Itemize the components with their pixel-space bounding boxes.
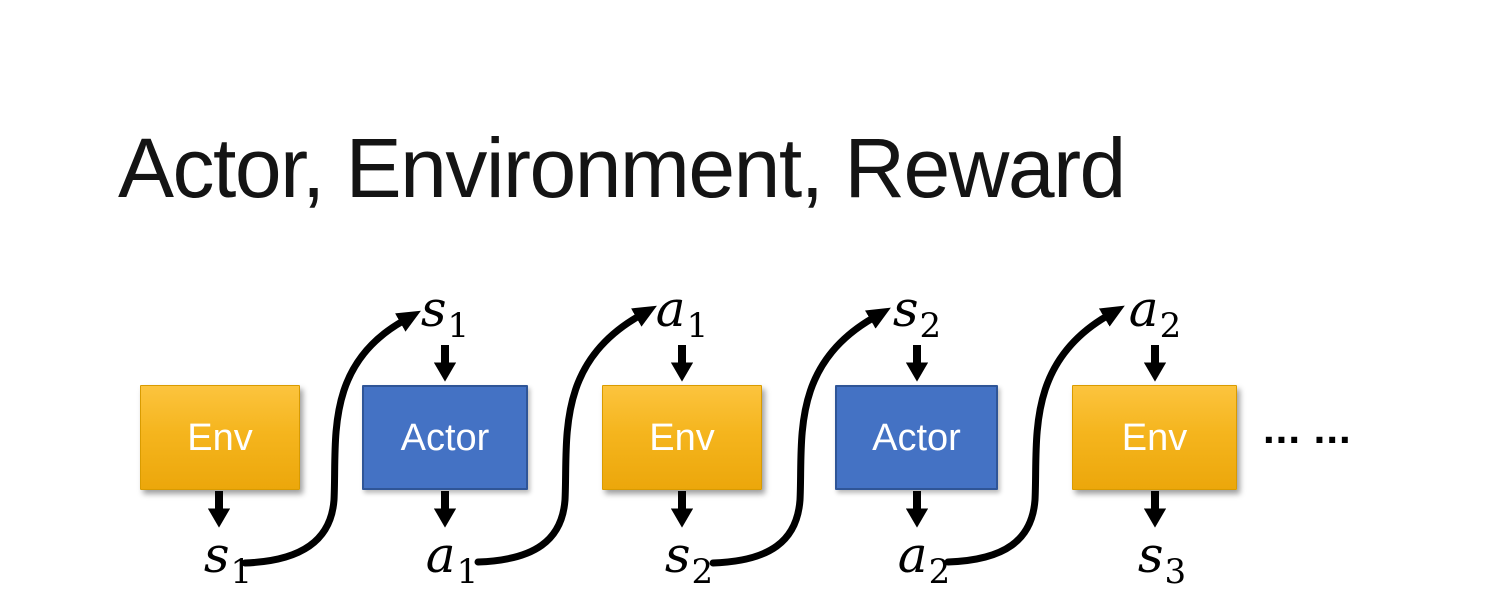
bottom-label-s1: s1	[203, 526, 252, 592]
env-box-2: Env	[602, 385, 762, 490]
bottom-label-s3: s3	[1137, 526, 1186, 592]
label-base: a	[897, 526, 928, 584]
label-base: s	[664, 526, 691, 584]
flow-arrow-s2	[709, 307, 891, 567]
actor-box-2: Actor	[835, 385, 998, 490]
top-label-s2: s2	[892, 280, 941, 346]
flow-arrow-a2	[944, 305, 1125, 566]
env-box-3: Env	[1072, 385, 1237, 490]
label-base: s	[420, 280, 447, 338]
flow-arrow-s1	[241, 310, 421, 567]
actor-box-1: Actor	[362, 385, 528, 490]
label-base: a	[1128, 280, 1159, 338]
top-label-a1: a1	[655, 280, 708, 346]
bottom-label-s2: s2	[664, 526, 713, 592]
label-sub: 2	[928, 552, 951, 592]
label-sub: 3	[1164, 552, 1187, 592]
label-base: s	[892, 280, 919, 338]
label-base: a	[425, 526, 456, 584]
label-sub: 1	[230, 552, 253, 592]
label-base: s	[203, 526, 230, 584]
flow-arrow-a1	[474, 305, 657, 566]
label-base: s	[1137, 526, 1164, 584]
label-sub: 1	[456, 552, 479, 592]
label-base: a	[655, 280, 686, 338]
label-sub: 1	[686, 306, 709, 346]
ellipsis-dots: ... ...	[1263, 405, 1352, 452]
label-sub: 2	[691, 552, 714, 592]
label-sub: 2	[919, 306, 942, 346]
label-sub: 2	[1159, 306, 1182, 346]
bottom-label-a2: a2	[897, 526, 950, 592]
label-sub: 1	[447, 306, 470, 346]
slide-title: Actor, Environment, Reward	[118, 121, 1126, 215]
bottom-label-a1: a1	[425, 526, 478, 592]
top-label-s1: s1	[420, 280, 469, 346]
env-box-1: Env	[140, 385, 300, 490]
top-label-a2: a2	[1128, 280, 1181, 346]
